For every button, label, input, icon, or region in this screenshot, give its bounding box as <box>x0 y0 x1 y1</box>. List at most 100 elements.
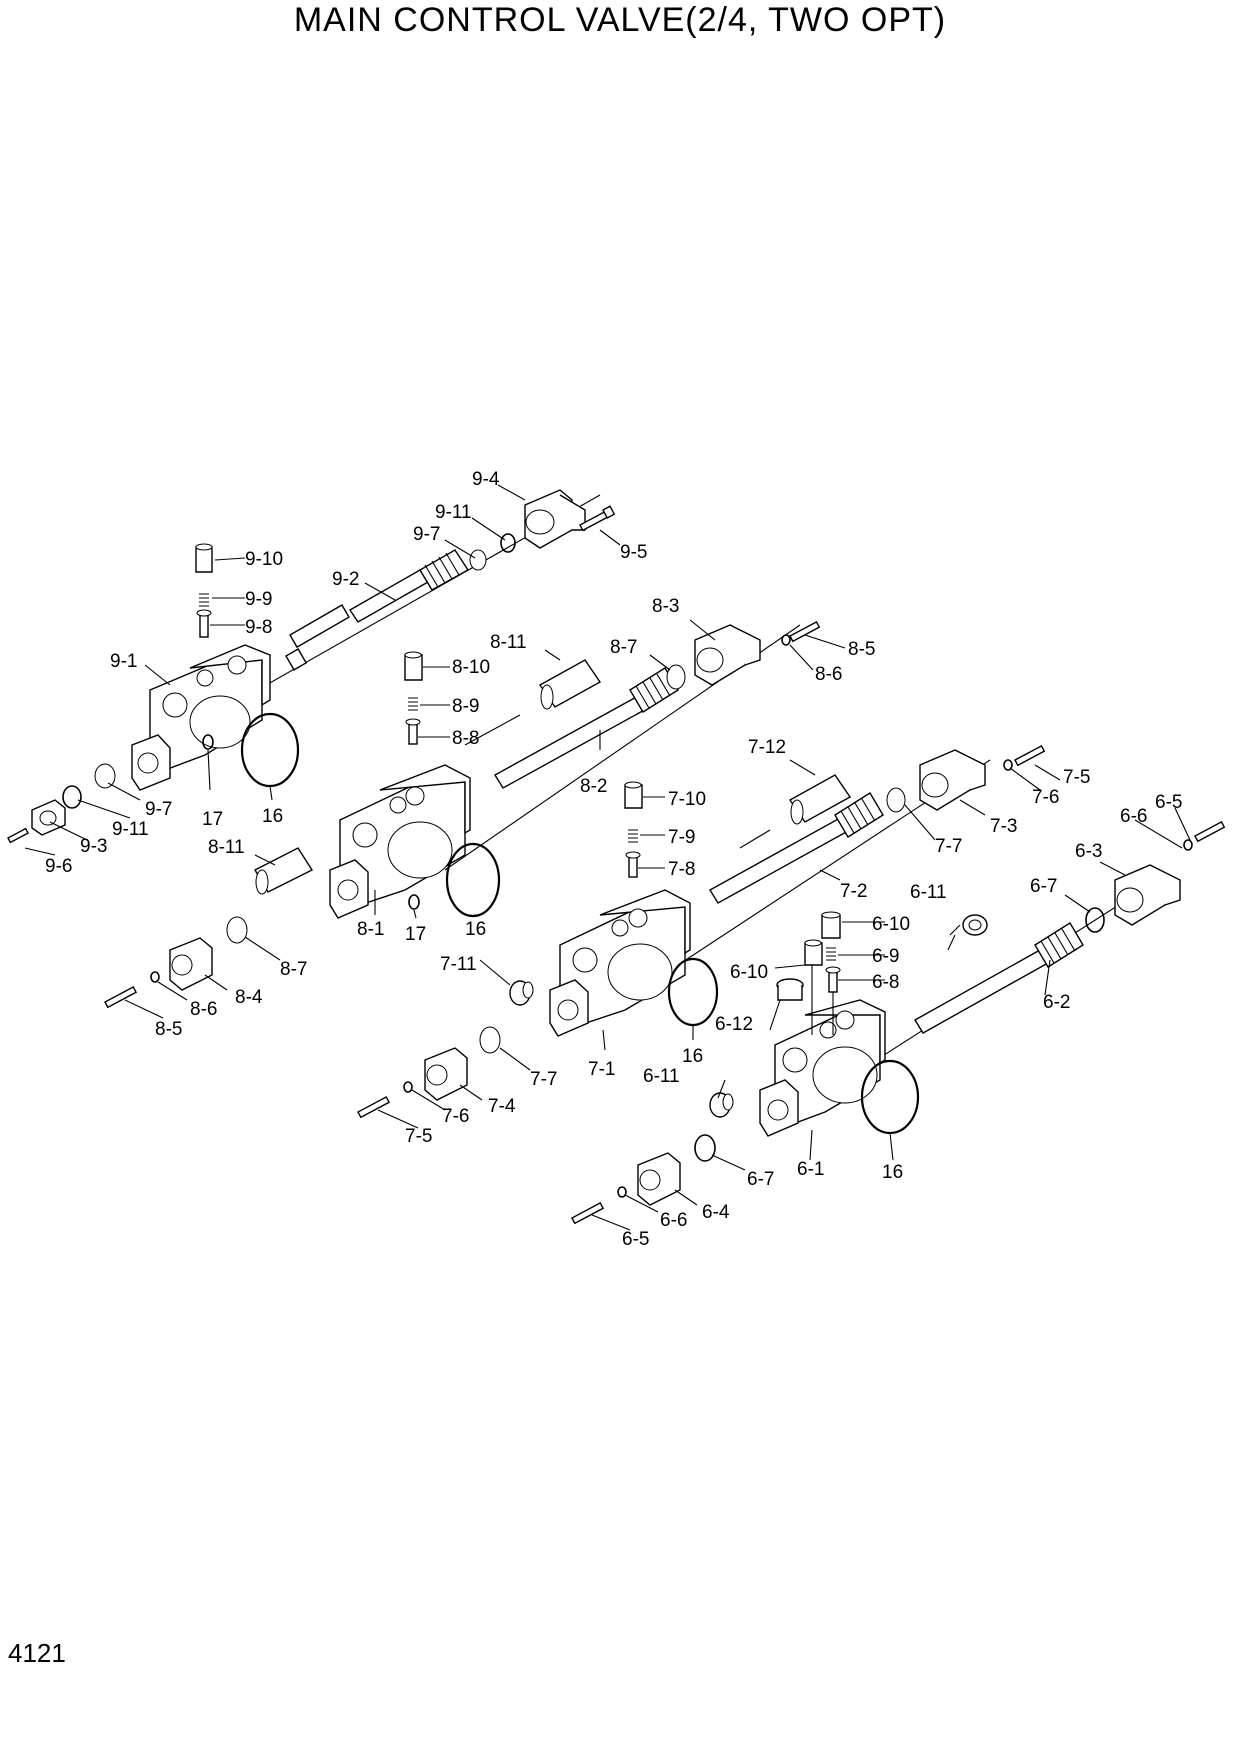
callout-17-section-8: 17 <box>405 924 426 945</box>
leader-8-11 <box>464 714 521 746</box>
poppet-9-8 <box>196 609 212 638</box>
callout-9-11: 9-11 <box>435 502 472 523</box>
callout-9-7-lower: 9-7 <box>145 799 172 820</box>
callout-7-10: 7-10 <box>668 789 706 810</box>
plug-9-10 <box>195 543 213 573</box>
washer-7-6-lower <box>403 1081 413 1093</box>
callout-9-6: 9-6 <box>45 856 72 877</box>
plug-7-11 <box>509 980 534 1006</box>
ring-9-11-lower <box>62 785 82 809</box>
plug-8-10 <box>404 651 423 681</box>
washer-6-6-upper <box>1183 839 1193 851</box>
plug-6-10-upper <box>821 911 841 939</box>
callout-8-6-lower: 8-6 <box>190 999 217 1020</box>
callout-7-7: 7-7 <box>935 836 962 857</box>
oring-17-section-9 <box>202 734 214 750</box>
callout-7-8: 7-8 <box>668 859 695 880</box>
bolt-8-5-upper <box>789 620 821 643</box>
relief-valve-8-11-upper <box>538 659 602 710</box>
bolt-8-5-lower <box>104 986 138 1009</box>
oring-6-7-upper <box>1085 907 1105 933</box>
valve-body-7-1 <box>549 889 691 1037</box>
cover-9-3 <box>31 799 66 836</box>
callout-8-11-lower: 8-11 <box>208 837 245 858</box>
callout-6-5: 6-5 <box>1155 792 1182 813</box>
callout-16-section-6: 16 <box>882 1162 903 1183</box>
callout-6-1: 6-1 <box>797 1159 824 1180</box>
cover-7-3 <box>919 749 986 811</box>
cover-6-3 <box>1114 864 1181 926</box>
oring-17-section-8 <box>408 894 420 910</box>
cover-6-4 <box>637 1152 681 1206</box>
bolt-6-5-upper <box>1194 820 1226 843</box>
callout-9-8: 9-8 <box>245 617 272 638</box>
plug-6-10-lower <box>804 939 823 966</box>
bolt-9-5 <box>579 505 616 532</box>
callout-8-5: 8-5 <box>848 639 875 660</box>
callout-8-3: 8-3 <box>652 596 679 617</box>
cover-7-4 <box>424 1047 468 1101</box>
callout-7-7-lower: 7-7 <box>530 1069 557 1090</box>
callout-7-12: 7-12 <box>748 737 786 758</box>
callout-7-5-lower: 7-5 <box>405 1126 432 1147</box>
callout-6-10: 6-10 <box>872 914 910 935</box>
oring-8-7-upper <box>666 664 686 690</box>
valve-body-6-1 <box>759 999 886 1137</box>
spool-9-2 <box>285 549 469 671</box>
plug-6-11-upper <box>962 914 988 936</box>
callout-6-10-lower: 6-10 <box>730 962 768 983</box>
oring-7-7-upper <box>886 787 906 813</box>
callout-9-1: 9-1 <box>110 651 137 672</box>
diagram-title: MAIN CONTROL VALVE(2/4, TWO OPT) <box>293 1 947 39</box>
callout-9-4: 9-4 <box>472 469 500 490</box>
callout-8-2: 8-2 <box>580 776 607 797</box>
callout-9-7: 9-7 <box>413 524 440 545</box>
cover-8-4 <box>169 937 213 991</box>
callout-6-8: 6-8 <box>872 972 899 993</box>
callout-6-7-lower: 6-7 <box>747 1169 774 1190</box>
callout-9-11-lower: 9-11 <box>112 819 149 840</box>
poppet-7-8 <box>625 851 641 878</box>
callout-9-3: 9-3 <box>80 836 107 857</box>
callout-7-1: 7-1 <box>588 1059 615 1080</box>
callout-6-9: 6-9 <box>872 946 899 967</box>
oring-7-7-lower <box>479 1026 501 1054</box>
callout-9-2: 9-2 <box>332 569 359 590</box>
oring-9-7-lower <box>94 763 116 789</box>
callout-8-4: 8-4 <box>235 987 263 1008</box>
callout-9-9: 9-9 <box>245 589 272 610</box>
bolt-7-5-upper <box>1014 744 1046 767</box>
callout-8-9: 8-9 <box>452 696 479 717</box>
callout-6-12: 6-12 <box>715 1014 753 1035</box>
callout-9-5: 9-5 <box>620 542 647 563</box>
leader-7-12 <box>739 829 771 849</box>
oring-16-section-9 <box>240 712 300 788</box>
spool-6-2 <box>914 922 1084 1034</box>
callout-7-11: 7-11 <box>440 954 477 975</box>
callout-8-7-lower: 8-7 <box>280 959 307 980</box>
spool-7-2 <box>709 792 884 904</box>
callout-8-11: 8-11 <box>490 632 527 653</box>
callout-7-3: 7-3 <box>990 816 1017 837</box>
callout-7-5: 7-5 <box>1063 767 1090 788</box>
plug-6-11-lower <box>709 1092 734 1118</box>
callout-8-1: 8-1 <box>357 919 384 940</box>
callout-16-section-8: 16 <box>465 919 486 940</box>
oring-16-section-8 <box>445 842 501 918</box>
valve-section-9 <box>7 489 616 844</box>
callout-7-6-lower: 7-6 <box>442 1106 469 1127</box>
callout-7-4: 7-4 <box>488 1096 516 1117</box>
valve-body-9-1 <box>131 644 271 791</box>
spring-6-9 <box>826 947 836 961</box>
callout-16-section-9: 16 <box>262 806 283 827</box>
bolt-6-5-lower <box>571 1202 605 1225</box>
spring-7-9 <box>628 829 638 843</box>
valve-section-7 <box>357 744 1046 1119</box>
callout-6-7: 6-7 <box>1030 876 1057 897</box>
spool-8-2 <box>494 667 679 789</box>
callout-7-9: 7-9 <box>668 827 695 848</box>
washer-7-6-upper <box>1003 759 1013 771</box>
callout-6-4: 6-4 <box>702 1202 730 1223</box>
valve-section-8 <box>104 620 821 1009</box>
